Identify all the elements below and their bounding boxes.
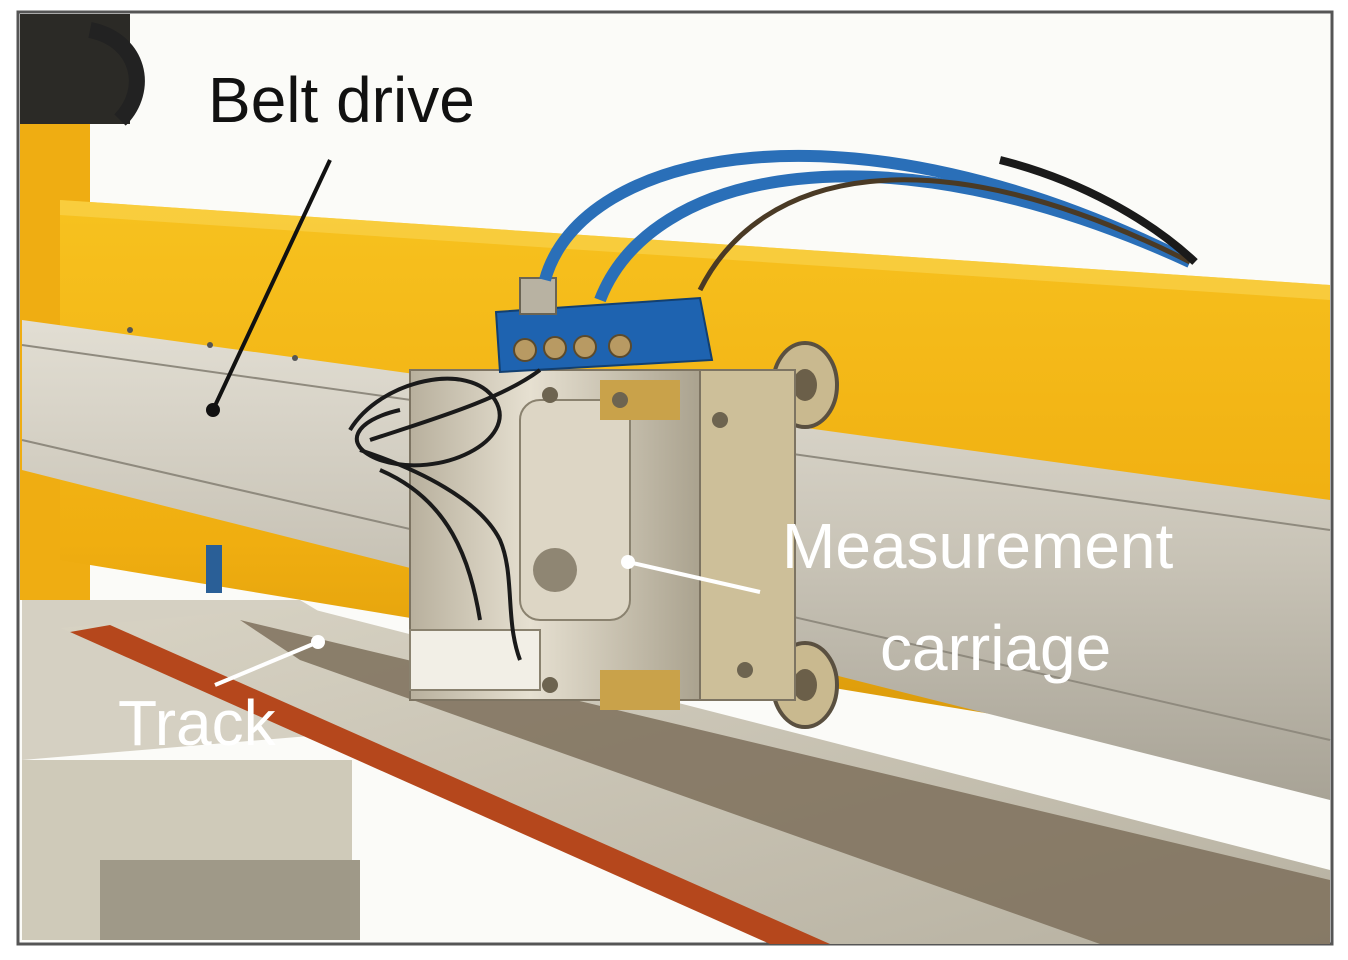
blue-bolt — [206, 545, 222, 593]
belt-drive-dot — [206, 403, 220, 417]
callout-lines — [206, 159, 761, 687]
motor-cable — [88, 22, 145, 126]
beam-highlight — [60, 200, 1330, 300]
black-wires — [348, 368, 542, 661]
measurement-label-line1: Measurement — [782, 510, 1174, 582]
floor-step — [100, 860, 360, 940]
blue-hoses — [539, 149, 1198, 303]
track-leader — [214, 640, 319, 687]
track-red-stripe — [70, 625, 830, 944]
rail-screws — [127, 327, 298, 361]
measurement-label-line2: carriage — [880, 612, 1111, 684]
blue-manifold — [494, 277, 714, 374]
belt-drive-leader — [211, 159, 332, 411]
measurement-dot — [621, 555, 635, 569]
measurement-leader — [627, 560, 761, 594]
track-label: Track — [118, 687, 277, 759]
measurement-carriage — [409, 369, 796, 710]
track-dot — [311, 635, 325, 649]
belt-drive-label: Belt drive — [208, 64, 475, 136]
